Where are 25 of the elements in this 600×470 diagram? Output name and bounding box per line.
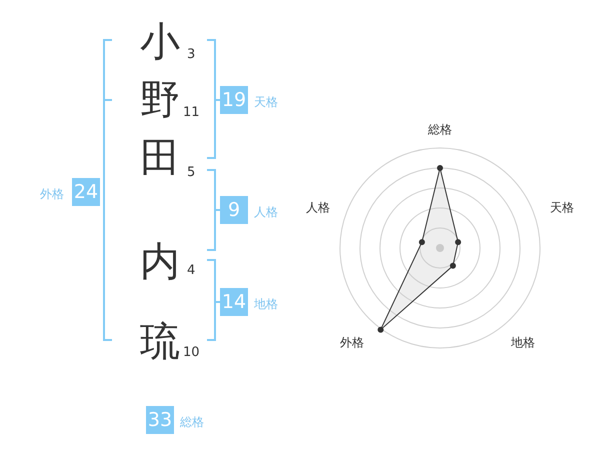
axis-label: 総格 [428,122,452,138]
stroke-count: 3 [187,47,196,62]
score-label: 地格 [254,296,278,313]
axis-label: 地格 [511,334,535,352]
score-label: 人格 [254,204,278,221]
stroke-count: 5 [187,165,196,180]
score-box: 33 [146,406,174,434]
name-character: 琉 [139,320,181,364]
score-box: 9 [220,196,248,224]
score-box: 19 [220,86,248,114]
axis-label: 人格 [306,200,330,216]
name-character: 野 [139,78,181,122]
score-box: 24 [72,178,100,206]
score-box: 14 [220,288,248,316]
stroke-count: 10 [183,345,200,360]
score-label: 総格 [180,414,204,431]
name-character: 田 [139,136,181,180]
axis-label: 天格 [550,200,574,216]
score-label: 外格 [40,186,64,203]
axis-label: 外格 [340,334,364,352]
name-character: 内 [139,240,181,284]
stroke-count: 11 [183,105,200,120]
name-character: 小 [139,20,181,64]
score-label: 天格 [254,94,278,111]
stroke-count: 4 [187,263,196,278]
